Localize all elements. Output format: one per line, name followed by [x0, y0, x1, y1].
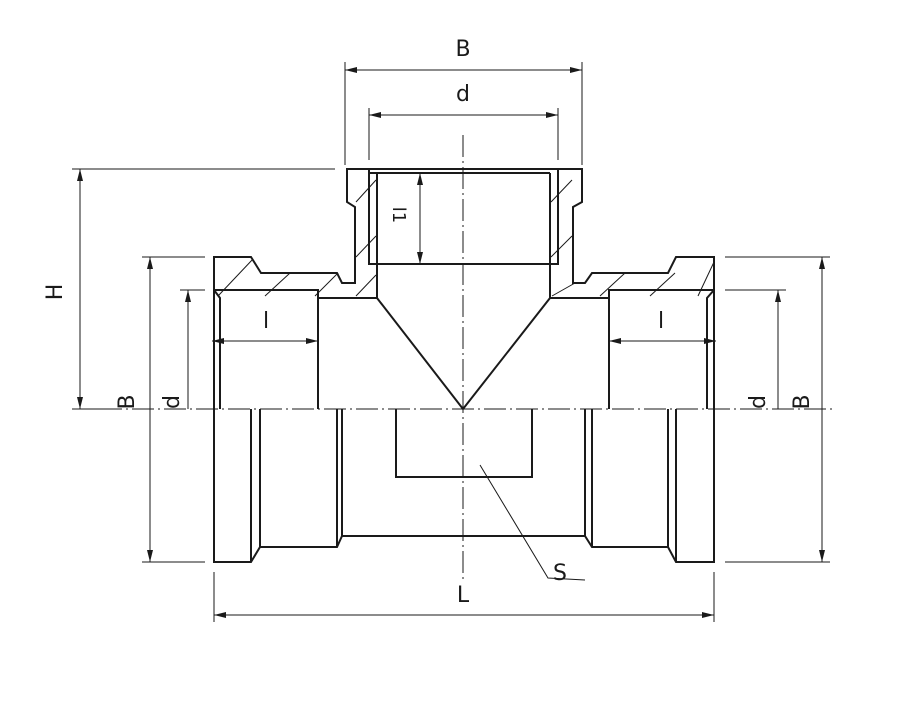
section-hatching: [217, 179, 715, 297]
label-right-bore: d: [746, 395, 771, 409]
right-bore: [550, 289, 715, 409]
label-left-bore: d: [160, 395, 185, 409]
dimension-lines: [77, 67, 825, 618]
label-top-bore: d: [456, 82, 470, 107]
fitting-lower-outline: [213, 409, 715, 563]
label-wall: S: [553, 561, 567, 586]
label-height: H: [43, 284, 68, 301]
label-right-width: B: [790, 394, 815, 409]
branch-bore: [368, 169, 559, 411]
label-right-thread-length: l: [658, 309, 664, 334]
fitting-upper-outline: [213, 168, 715, 409]
label-left-thread-length: l: [263, 309, 269, 334]
lower-details: [250, 409, 677, 562]
left-bore: [213, 289, 377, 409]
extension-lines: [72, 62, 830, 622]
label-length: L: [457, 583, 470, 608]
label-top-width: B: [455, 37, 470, 62]
label-left-width: B: [115, 394, 140, 409]
label-branch-thread-length: l1: [388, 207, 409, 223]
